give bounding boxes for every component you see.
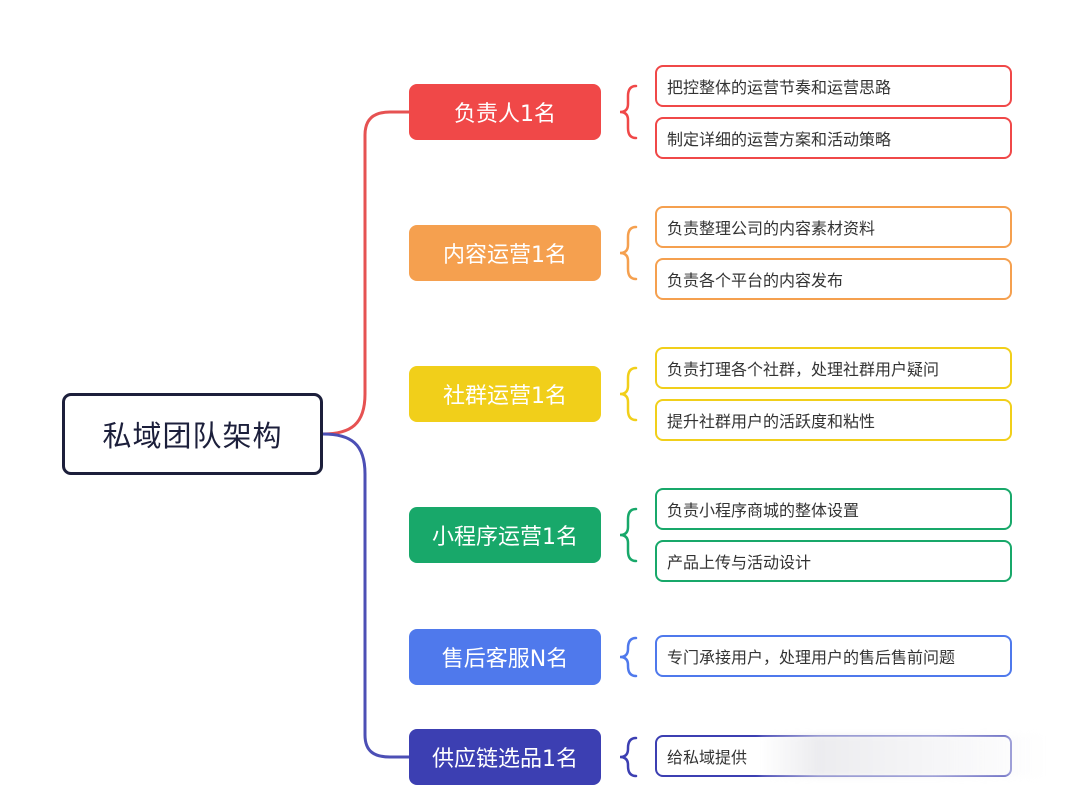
duty-text: 负责整理公司的内容素材资料 (667, 219, 876, 238)
role-label: 内容运营1名 (443, 243, 567, 268)
role-node-content-ops: 内容运营1名 (409, 225, 601, 281)
role-node-community-ops: 社群运营1名 (409, 366, 601, 422)
curly-brace-4 (619, 636, 638, 678)
curly-brace-3 (619, 507, 638, 563)
role-label: 小程序运营1名 (432, 525, 578, 550)
duty-item: 把控整体的运营节奏和运营思路 (655, 65, 1012, 107)
duty-item: 提升社群用户的活跃度和粘性 (655, 399, 1012, 441)
curly-brace-1 (619, 225, 638, 281)
duty-text: 制定详细的运营方案和活动策略 (667, 130, 892, 149)
duty-item: 负责整理公司的内容素材资料 (655, 206, 1012, 248)
duty-item: 产品上传与活动设计 (655, 540, 1012, 582)
role-node-miniprogram-ops: 小程序运营1名 (409, 507, 601, 563)
root-node: 私域团队架构 (62, 393, 323, 475)
role-label: 负责人1名 (454, 102, 556, 127)
role-label: 社群运营1名 (443, 384, 567, 409)
duty-item: 负责各个平台的内容发布 (655, 258, 1012, 300)
duty-text: 专门承接用户，处理用户的售后售前问题 (667, 648, 956, 667)
duty-item: 负责小程序商城的整体设置 (655, 488, 1012, 530)
duty-text: 负责小程序商城的整体设置 (667, 501, 860, 520)
duty-item: 给私域提供 (655, 735, 1012, 777)
bracket-line-top (321, 110, 411, 436)
duty-item: 专门承接用户，处理用户的售后售前问题 (655, 635, 1012, 677)
curly-brace-5 (619, 736, 638, 778)
bracket-line-bottom (321, 432, 411, 759)
curly-brace-2 (619, 366, 638, 422)
root-label: 私域团队架构 (102, 419, 283, 453)
duty-text: 把控整体的运营节奏和运营思路 (667, 78, 892, 97)
role-node-supply-chain: 供应链选品1名 (409, 729, 601, 785)
duty-text: 给私域提供 (667, 748, 748, 767)
curly-brace-0 (619, 84, 638, 140)
duty-text: 提升社群用户的活跃度和粘性 (667, 412, 876, 431)
role-label: 售后客服N名 (441, 647, 569, 672)
duty-item: 负责打理各个社群，处理社群用户疑问 (655, 347, 1012, 389)
role-label: 供应链选品1名 (432, 747, 578, 772)
duty-item: 制定详细的运营方案和活动策略 (655, 117, 1012, 159)
role-node-customer-service: 售后客服N名 (409, 629, 601, 685)
duty-text: 负责各个平台的内容发布 (667, 271, 844, 290)
duty-text: 产品上传与活动设计 (667, 553, 812, 572)
role-node-owner: 负责人1名 (409, 84, 601, 140)
duty-text: 负责打理各个社群，处理社群用户疑问 (667, 360, 940, 379)
